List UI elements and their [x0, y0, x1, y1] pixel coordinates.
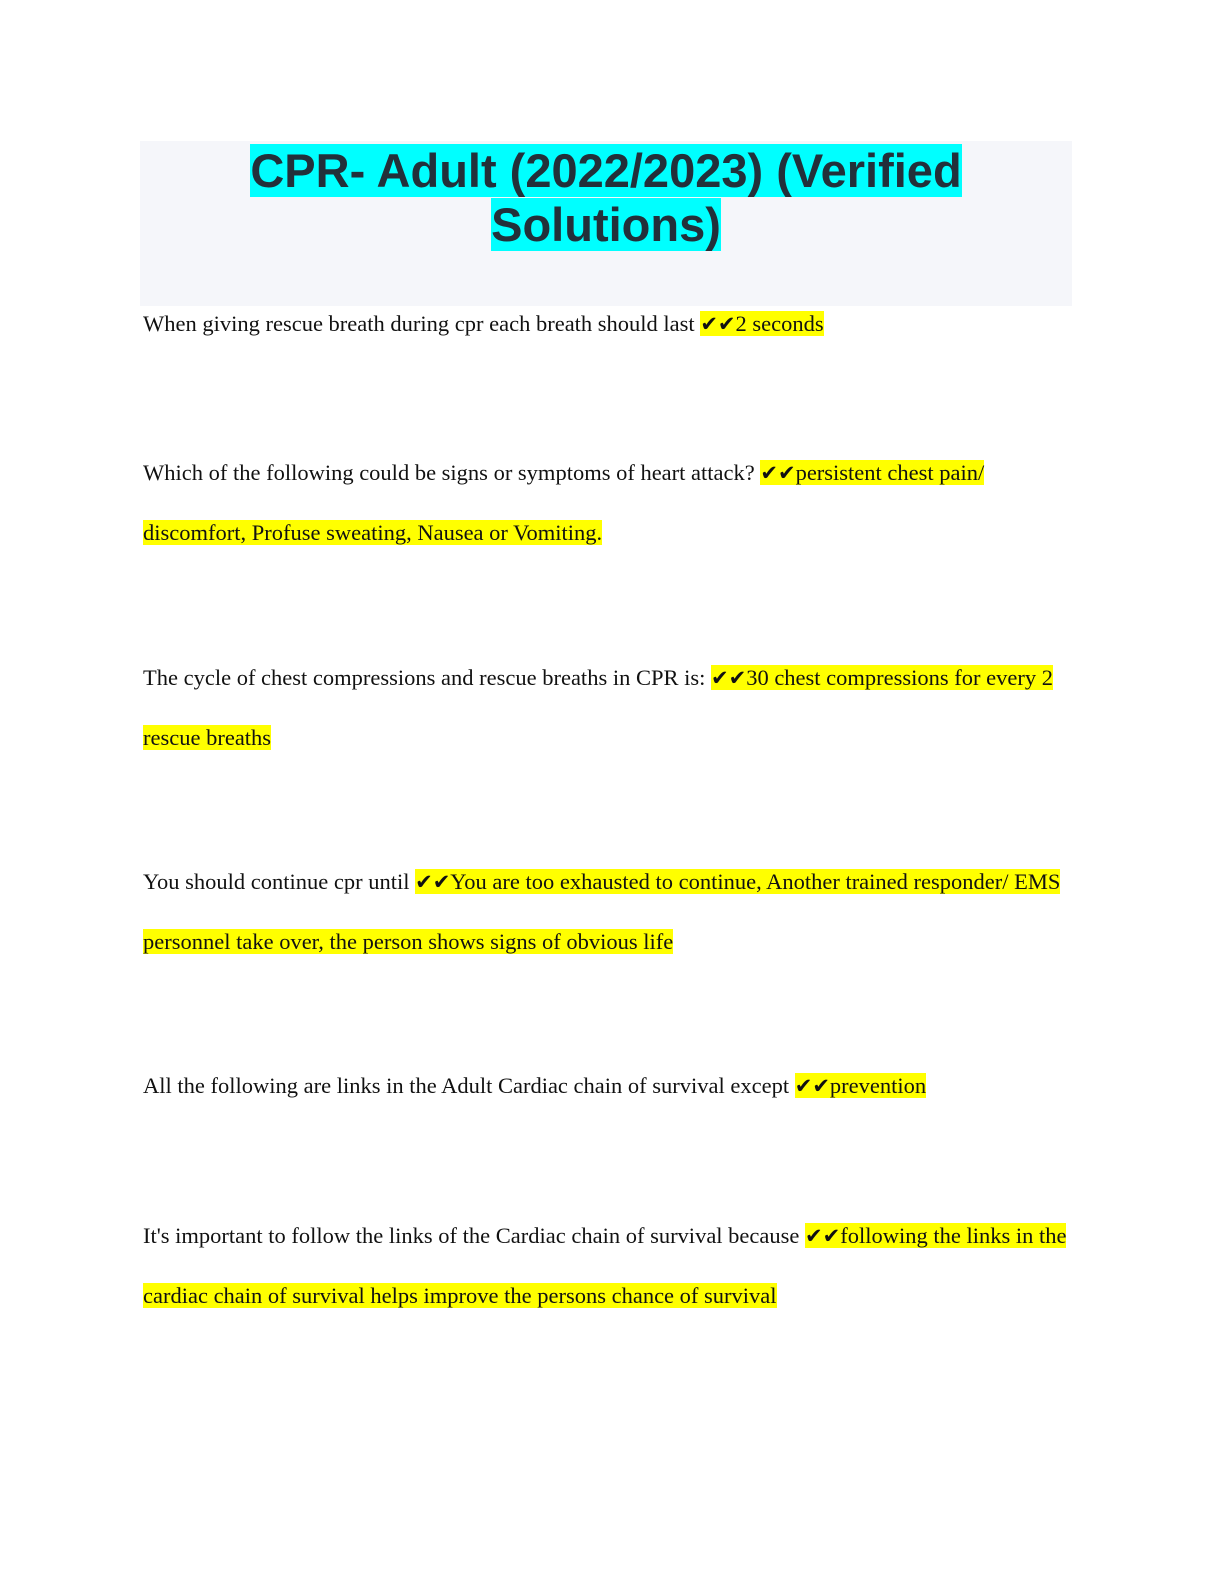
answer-text: 2 seconds [735, 311, 824, 336]
title-banner: CPR- Adult (2022/2023) (Verified Solutio… [140, 141, 1072, 306]
answer-highlight: ✔✔prevention [794, 1073, 927, 1098]
check-marks-icon: ✔✔ [710, 666, 747, 690]
check-marks-icon: ✔✔ [415, 870, 451, 894]
document-title: CPR- Adult (2022/2023) (Verified Solutio… [140, 141, 1072, 252]
answer-text: prevention [829, 1073, 927, 1098]
check-marks-icon: ✔✔ [794, 1074, 830, 1098]
answer-text: You are too exhausted to continue, Anoth… [143, 869, 1061, 954]
answer-text: 30 chest compressions for every 2 rescue… [143, 665, 1053, 750]
question-text: It's important to follow the links of th… [143, 1223, 806, 1248]
answer-text: following the links in the cardiac chain… [143, 1223, 1067, 1308]
qa-item-5: All the following are links in the Adult… [143, 1056, 1073, 1116]
question-text: All the following are links in the Adult… [143, 1073, 795, 1098]
question-text: The cycle of chest compressions and resc… [143, 665, 711, 690]
answer-text: persistent chest pain/ discomfort, Profu… [143, 460, 985, 545]
qa-item-1: When giving rescue breath during cpr eac… [143, 294, 1073, 354]
check-marks-icon: ✔✔ [700, 312, 736, 336]
qa-item-2: Which of the following could be signs or… [143, 443, 1073, 562]
qa-item-4: You should continue cpr until ✔✔You are … [143, 852, 1073, 971]
qa-item-3: The cycle of chest compressions and resc… [143, 648, 1073, 767]
document-title-text: CPR- Adult (2022/2023) (Verified Solutio… [250, 144, 962, 251]
check-marks-icon: ✔✔ [760, 461, 796, 485]
answer-highlight: ✔✔2 seconds [700, 311, 824, 336]
question-text: Which of the following could be signs or… [143, 460, 761, 485]
question-text: When giving rescue breath during cpr eac… [143, 311, 701, 336]
question-text: You should continue cpr until [143, 869, 416, 894]
check-marks-icon: ✔✔ [805, 1224, 841, 1248]
qa-item-6: It's important to follow the links of th… [143, 1206, 1073, 1325]
